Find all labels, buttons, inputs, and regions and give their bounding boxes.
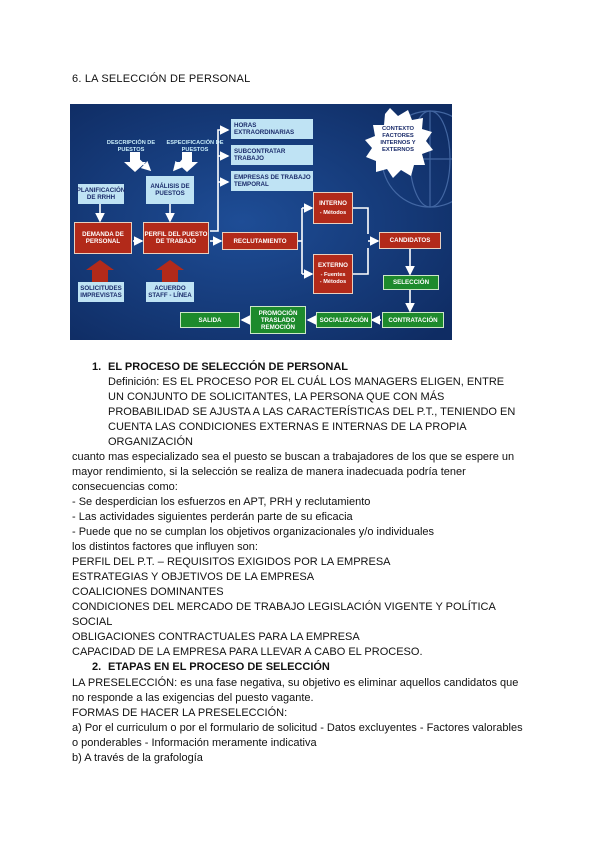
externo-fuentes: - Fuentes bbox=[320, 272, 346, 278]
externo-title: EXTERNO bbox=[318, 262, 348, 269]
promocion-box: PROMOCIÓN TRASLADO REMOCIÓN bbox=[250, 306, 306, 334]
subcontratar-trabajo-box: SUBCONTRATAR TRABAJO bbox=[231, 145, 313, 165]
contratacion-box: CONTRATACIÓN bbox=[382, 312, 444, 328]
heading-2-number: 2. bbox=[92, 661, 102, 673]
body-line: CONDICIONES DEL MERCADO DE TRABAJO LEGIS… bbox=[72, 601, 496, 613]
selection-process-diagram: DESCRIPCIÓN DE PUESTOS ESPECIFICACIÓN DE… bbox=[70, 104, 452, 340]
definition-line: Definición: ES EL PROCESO POR EL CUÁL LO… bbox=[108, 376, 505, 388]
body-line: b) A través de la grafología bbox=[72, 752, 203, 764]
descripcion-puestos-label: DESCRIPCIÓN DE PUESTOS bbox=[106, 140, 156, 153]
body-line: mayor rendimiento, si la selección se re… bbox=[72, 466, 466, 478]
arrow-up-acuerdo bbox=[156, 260, 184, 282]
socializacion-box: SOCIALIZACIÓN bbox=[316, 312, 372, 328]
definition-line: CUENTA LAS CONDICIONES EXTERNAS E INTERN… bbox=[108, 421, 467, 433]
interno-box: INTERNO - Métodos bbox=[313, 192, 353, 224]
acuerdo-staff-linea-box: ACUERDO STAFF - LÍNEA bbox=[146, 282, 194, 302]
externo-box: EXTERNO - Fuentes - Métodos bbox=[313, 254, 353, 294]
body-line: OBLIGACIONES CONTRACTUALES PARA LA EMPRE… bbox=[72, 631, 360, 643]
planificacion-rrhh-box: PLANIFICACIÓN DE RRHH bbox=[77, 184, 125, 204]
section-title: 6. LA SELECCIÓN DE PERSONAL bbox=[72, 73, 251, 85]
heading-2: ETAPAS EN EL PROCESO DE SELECCIÓN bbox=[108, 661, 330, 673]
perfil-puesto-box: PERFIL DEL PUESTO DE TRABAJO bbox=[143, 222, 209, 254]
body-line: FORMAS DE HACER LA PRESELECCIÓN: bbox=[72, 707, 288, 719]
body-line: - Las actividades siguientes perderán pa… bbox=[72, 511, 353, 523]
body-line: ESTRATEGIAS Y OBJETIVOS DE LA EMPRESA bbox=[72, 571, 315, 583]
body-line: a) Por el curriculum o por el formulario… bbox=[72, 722, 523, 734]
arrow-up-solicitudes bbox=[86, 260, 114, 282]
contexto-starburst bbox=[365, 108, 433, 178]
body-line: o ponderables - Información meramente in… bbox=[72, 737, 317, 749]
body-line: no responde a las exigencias del puesto … bbox=[72, 692, 314, 704]
body-line: consecuencias como: bbox=[72, 481, 178, 493]
demanda-personal-box: DEMANDA DE PERSONAL bbox=[74, 222, 132, 254]
contexto-label: CONTEXTO FACTORES INTERNOS Y EXTERNOS bbox=[380, 126, 416, 153]
body-line: COALICIONES DOMINANTES bbox=[72, 586, 224, 598]
arrow-down-especificacion bbox=[176, 152, 198, 172]
seleccion-box: SELECCIÓN bbox=[383, 275, 439, 290]
body-line: cuanto mas especializado sea el puesto s… bbox=[72, 451, 515, 463]
horas-extraordinarias-box: HORAS EXTRAORDINARIAS bbox=[231, 119, 313, 139]
body-line: - Puede que no se cumplan los objetivos … bbox=[72, 526, 435, 538]
body-line: LA PRESELECCIÓN: es una fase negativa, s… bbox=[72, 677, 519, 689]
body-line: los distintos factores que influyen son: bbox=[72, 541, 258, 553]
body-line: - Se desperdician los esfuerzos en APT, … bbox=[72, 496, 371, 508]
body-line: SOCIAL bbox=[72, 616, 113, 628]
empresas-trabajo-temporal-box: EMPRESAS DE TRABAJO TEMPORAL bbox=[231, 171, 313, 191]
heading-1-number: 1. bbox=[92, 361, 102, 373]
especificacion-puestos-label: ESPECIFICACIÓN DE PUESTOS bbox=[166, 140, 224, 153]
definition-line: ORGANIZACIÓN bbox=[108, 436, 193, 448]
diagram-background bbox=[70, 104, 452, 340]
interno-title: INTERNO bbox=[319, 199, 347, 207]
definition-line: PROBABILIDAD SE AJUSTA A LAS CARACTERÍST… bbox=[108, 406, 516, 418]
solicitudes-imprevistas-box: SOLICITUDES IMPREVISTAS bbox=[78, 282, 124, 302]
body-line: CAPACIDAD DE LA EMPRESA PARA LLEVAR A CA… bbox=[72, 646, 423, 658]
candidatos-box: CANDIDATOS bbox=[379, 232, 441, 249]
analisis-puestos-box: ANÁLISIS DE PUESTOS bbox=[146, 176, 194, 204]
externo-metodos: - Métodos bbox=[319, 279, 347, 285]
arrow-down-descripcion bbox=[124, 152, 146, 172]
body-line: PERFIL DEL P.T. – REQUISITOS EXIGIDOS PO… bbox=[72, 556, 391, 568]
heading-1: EL PROCESO DE SELECCIÓN DE PERSONAL bbox=[108, 361, 349, 373]
definition-line: UN CONJUNTO DE SOLICITANTES, LA PERSONA … bbox=[108, 391, 445, 403]
interno-metodos: - Métodos bbox=[319, 209, 347, 216]
salida-box: SALIDA bbox=[180, 312, 240, 328]
reclutamiento-box: RECLUTAMIENTO bbox=[222, 232, 298, 250]
